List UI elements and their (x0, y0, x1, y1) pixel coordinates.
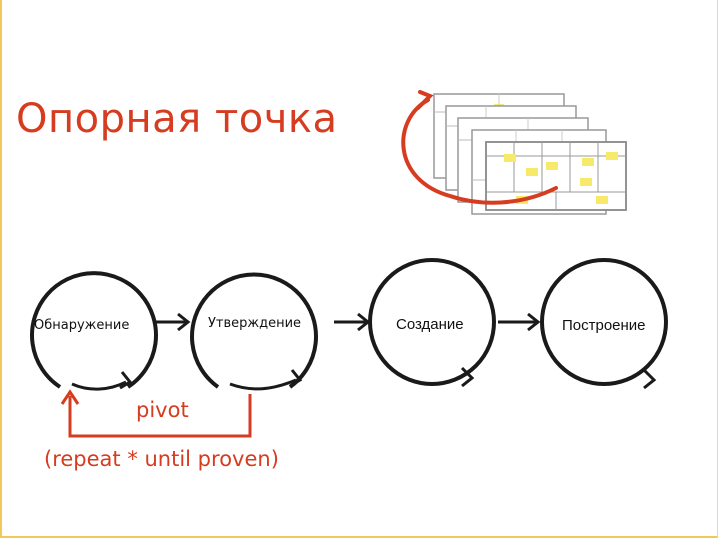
pivot-label: pivot (136, 398, 189, 422)
arrow-3-4 (498, 312, 541, 332)
stage-label-building: Построение (562, 317, 646, 334)
stage-label-discovery: Обнаружение (34, 318, 130, 333)
arrow-2-3 (334, 312, 371, 332)
canvas-stack-illustration (401, 90, 627, 215)
stage-circle-2 (190, 272, 318, 391)
stage-circle-1 (30, 271, 158, 391)
slide-title: Опорная точка (16, 96, 338, 142)
repeat-label: (repeat * until proven) (44, 447, 279, 471)
stage-label-creation: Создание (396, 316, 464, 333)
stage-circle-4 (540, 258, 668, 390)
arrow-1-2 (156, 312, 191, 332)
pivot-loop-arrow (60, 389, 252, 438)
stage-label-validation: Утверждение (208, 316, 302, 331)
